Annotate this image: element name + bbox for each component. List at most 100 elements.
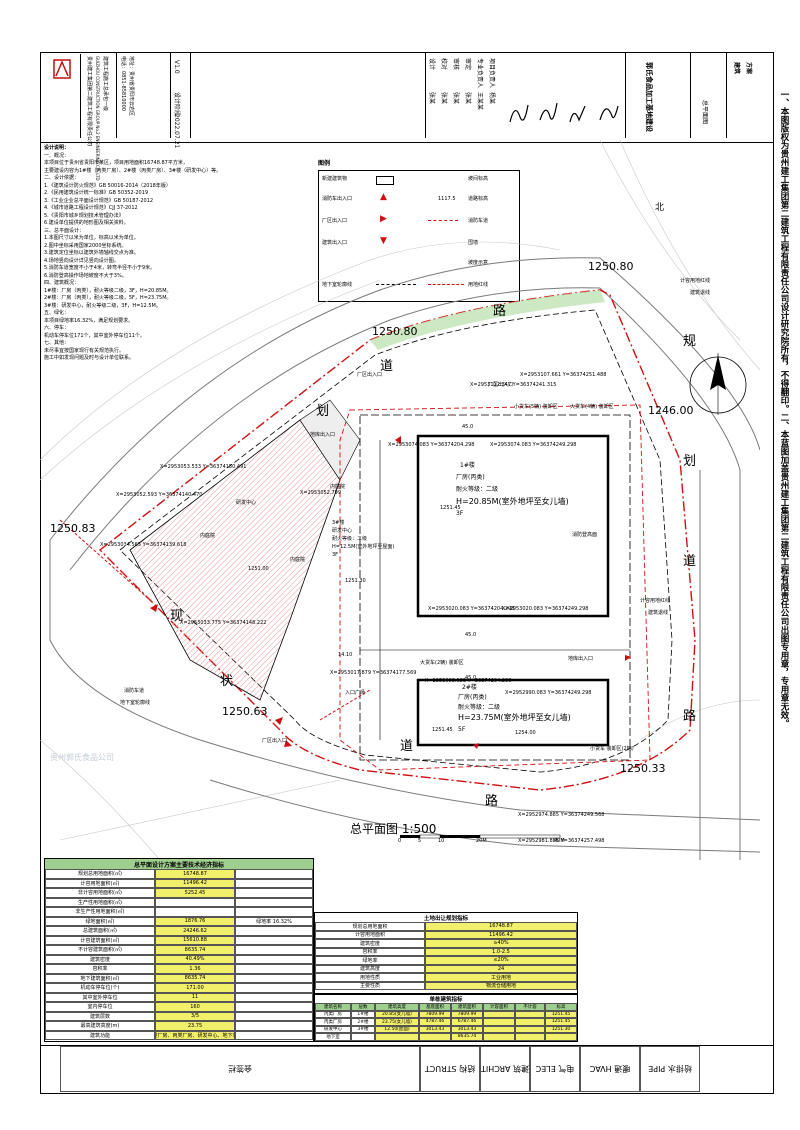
notes-line: 3#楼：研发中心，耐火等级二级，3F，H=12.5M。 bbox=[44, 302, 161, 309]
bldg-cell: 1251.45 bbox=[545, 1018, 577, 1026]
coord-4: X=2953074.083 Y=36374249.298 bbox=[490, 442, 577, 448]
econ-cell: 建筑层数 bbox=[45, 1011, 155, 1021]
econ-cell: 1876.76 bbox=[155, 916, 235, 926]
notes-line: 2#楼：厂房（丙类），耐火等级二级，5F，H=23.75M。 bbox=[44, 295, 172, 301]
rd-center-label: 研发中心 bbox=[236, 500, 257, 506]
econ-row: 机动车停车位(个)171.00 bbox=[45, 983, 313, 993]
legend-basement: 地下室轮廓线 bbox=[322, 282, 353, 288]
econ-cell: 容积率 bbox=[45, 964, 155, 974]
truck-area-4: 大货车(4辆) 装卸区 bbox=[570, 404, 614, 410]
design-stage: 设计阶段 bbox=[173, 92, 180, 117]
bldg-cell: 1251.30 bbox=[545, 1025, 577, 1033]
econ-cell bbox=[235, 973, 313, 983]
bldg-cell: 20.85(女儿墙) bbox=[375, 1010, 419, 1018]
signatures bbox=[509, 102, 619, 123]
econ-cell: 机动车停车位(个) bbox=[45, 983, 155, 993]
bldg-cell: 23.75(女儿墙) bbox=[375, 1018, 419, 1026]
econ-cell: 生产性用地面积(㎡) bbox=[45, 897, 155, 907]
scale-bar bbox=[400, 834, 561, 839]
notes-line: 1#楼：厂房（丙类），耐火等级二级，3F，H=20.85M。 bbox=[44, 287, 172, 294]
bldg-cell bbox=[483, 1010, 515, 1018]
econ-cell: 其中室外停车位 bbox=[45, 992, 155, 1002]
coord-3: X=2953074.083 Y=36374204.298 bbox=[388, 442, 475, 448]
road-char-2: 路 bbox=[493, 304, 507, 319]
truck-area-2: 大货车(2辆) 装卸区 bbox=[420, 660, 464, 666]
el-1251-45: 1251.45 bbox=[440, 505, 461, 511]
bldg-cell: 1#楼 bbox=[351, 1010, 375, 1018]
notes-line: 1.《建筑设计防火规范》GB 50016-2014（2018年版） bbox=[44, 182, 171, 189]
notes-body: 一、概况：本项目位于贵州省贵阳市某区，项目用地面积16748.87平方米，主要建… bbox=[44, 153, 302, 362]
land-cell: 规划总用地面积 bbox=[315, 922, 425, 931]
econ-cell: 40.49% bbox=[155, 954, 235, 964]
bldg-cell: 12.50(屋面) bbox=[375, 1025, 419, 1033]
legend-red-line: 用地红线 bbox=[468, 282, 489, 288]
econ-cell bbox=[235, 964, 313, 974]
econ-cell: 绿地率 16.32% bbox=[235, 916, 313, 926]
notes-line: 2.《民用建筑设计统一标准》GB 50352-2019 bbox=[44, 190, 149, 196]
notes-line: 未尽事宜按国家现行有关规范执行。 bbox=[44, 347, 125, 354]
econ-row: 非生产性用地面积(㎡) bbox=[45, 907, 313, 917]
bldg-entry-icon: ▼ bbox=[380, 236, 387, 246]
notes-line: 施工中如发现问题及时与设计单位联系。 bbox=[44, 355, 135, 361]
bldg-cell: 建筑名称 bbox=[315, 1003, 351, 1011]
legend-fire-lane: 消防车道 bbox=[468, 218, 489, 224]
notes-title: 设计说明： bbox=[44, 145, 70, 151]
bldg-cell: 丙类厂房 bbox=[315, 1010, 351, 1018]
econ-cell: 5252.45 bbox=[155, 888, 235, 898]
b3-type: 研发中心 bbox=[332, 528, 353, 534]
bldg-cell bbox=[515, 1025, 545, 1033]
courtyard-2: 内庭院 bbox=[200, 533, 216, 539]
factory-entry-icon: ▶ bbox=[380, 214, 387, 224]
legend-slope: 坡度示意 bbox=[468, 260, 489, 266]
notes-line: 1.本图尺寸以米为单位，标高以米为单位。 bbox=[44, 235, 139, 241]
notes-line: 3.《工业企业总平面设计规范》GB 50187-2012 bbox=[44, 197, 154, 204]
elev-top: 1250.80 bbox=[372, 325, 418, 338]
countersign-cell: 会签栏 bbox=[60, 1046, 420, 1092]
econ-cell: 计容用地面积(㎡) bbox=[45, 878, 155, 888]
bldg-cell bbox=[483, 1025, 515, 1033]
coord-5: X=2953053.533 Y=36374150.491 bbox=[160, 464, 247, 470]
road-char-6: 道 bbox=[400, 739, 414, 754]
dim-45-1: 45.0 bbox=[462, 424, 474, 430]
scale-40: 40M bbox=[554, 838, 565, 844]
legend-fire-entry: 消防车出入口 bbox=[322, 196, 353, 202]
road-char-8: 规 bbox=[683, 334, 697, 349]
land-cell: ≥40% bbox=[425, 939, 577, 948]
econ-cell bbox=[235, 926, 313, 936]
notes-line: 五、绿化： bbox=[44, 310, 70, 316]
land-cell: 绿地率 bbox=[315, 956, 425, 965]
coord-11: X=2953017.879 Y=36374177.569 bbox=[330, 670, 417, 676]
bldg-cell bbox=[483, 1033, 515, 1041]
scale-20: 20M bbox=[476, 838, 487, 844]
econ-cell bbox=[235, 945, 313, 955]
el-1254: 1254.00 bbox=[515, 730, 536, 736]
land-cell: 11496.42 bbox=[425, 930, 577, 939]
bldg-cell: 丙类厂房 bbox=[315, 1018, 351, 1026]
notes-line: 二、设计依据： bbox=[44, 175, 80, 181]
land-cell: ≤20% bbox=[425, 956, 577, 965]
econ-cell: 非计容用地面积(㎡) bbox=[45, 888, 155, 898]
econ-cell bbox=[235, 992, 313, 1002]
coord-15: X=2952981.885 Y=36374257.498 bbox=[518, 838, 605, 844]
notes-line: 主要建设内容为1#楼（丙类厂房）、2#楼（丙类厂房）、3#楼（研发中心）等。 bbox=[44, 167, 222, 174]
role-design: 设计 bbox=[428, 58, 435, 71]
road-char-5: 状 bbox=[220, 674, 234, 689]
north-label: 北 bbox=[655, 203, 665, 213]
legend-bldg-entry: 建筑出入口 bbox=[322, 240, 348, 246]
countersign-cell: 建筑 ARCHIT bbox=[480, 1046, 530, 1092]
elev-left: 1250.83 bbox=[50, 522, 96, 535]
econ-cell: 11 bbox=[155, 992, 235, 1002]
company-phone: 电话：0851-85810000 bbox=[120, 56, 126, 111]
notes-line: 机动车停车位171个，其中室外停车位11个。 bbox=[44, 332, 145, 339]
notes-line: 三、总平面设计： bbox=[44, 227, 85, 234]
coord-10: X=2953020.083 Y=36374249.298 bbox=[502, 606, 589, 612]
land-title: 土地出让规划指标 bbox=[423, 915, 468, 922]
coord-13: X=2952990.083 Y=36374249.298 bbox=[505, 690, 592, 696]
bldg-cell: 计容面积 bbox=[483, 1003, 515, 1011]
b2-height: H=23.75M(室外地坪至女儿墙) bbox=[458, 713, 571, 722]
elev-right: 1246.00 bbox=[648, 404, 694, 417]
b3-height: H=12.5M(室外地坪至屋面) bbox=[332, 544, 395, 550]
b3-floors: 3F bbox=[332, 552, 339, 558]
